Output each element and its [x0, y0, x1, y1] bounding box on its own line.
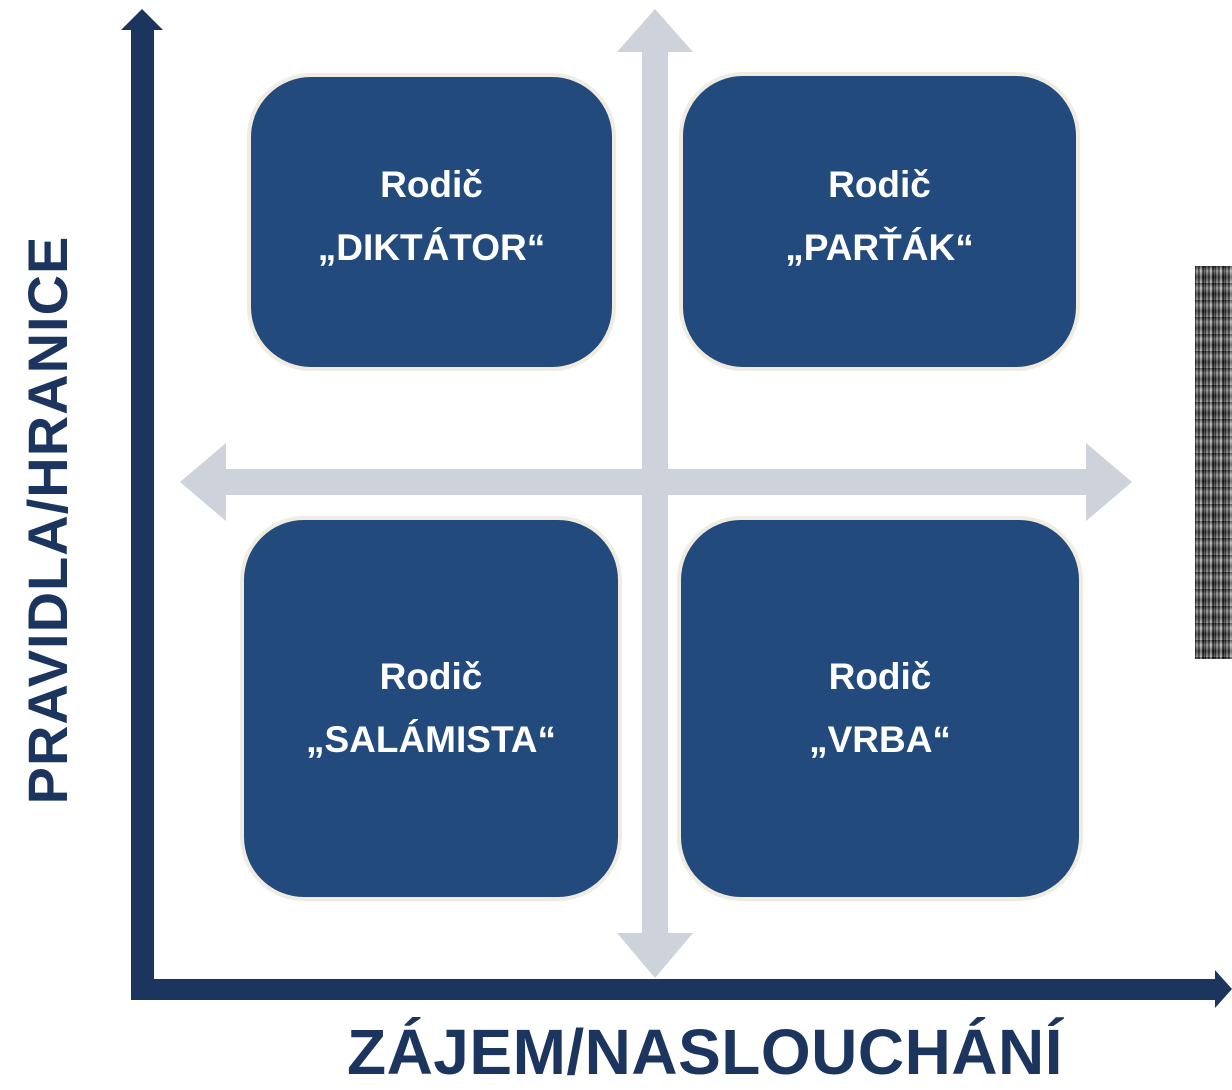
quadrant-partak-line1: Rodič: [828, 163, 931, 205]
x-axis-arrow-head: [1215, 970, 1232, 1008]
vertical-arrow-up-head: [617, 9, 693, 52]
horizontal-arrow-right-head: [1086, 443, 1132, 521]
y-axis-line: [131, 24, 154, 1000]
y-axis-label: PRAVIDLA/HRANICE: [16, 235, 79, 805]
vertical-arrow-shaft: [642, 52, 668, 940]
quadrant-salamista-line1: Rodič: [379, 655, 483, 697]
horizontal-arrow-shaft: [225, 469, 1087, 495]
x-axis-label: ZÁJEM/NASLOUCHÁNÍ: [346, 1016, 1064, 1088]
quadrant-partak: Rodič „PARŤÁK“: [679, 72, 1080, 371]
vertical-arrow-down-head: [617, 933, 693, 978]
quadrant-diktator-line2: „DIKTÁTOR“: [317, 227, 546, 268]
tree-bark-image: [1195, 266, 1232, 659]
main-axes: [121, 9, 1232, 1008]
x-axis-line: [131, 979, 1222, 1000]
y-axis-arrow-head: [121, 9, 163, 30]
quadrant-partak-line2: „PARŤÁK“: [785, 226, 974, 268]
quadrant-salamista: Rodič „SALÁMISTA“: [240, 516, 622, 901]
quadrant-salamista-line2: „SALÁMISTA“: [305, 718, 557, 760]
quadrant-vrba: Rodič „VRBA“: [677, 516, 1083, 901]
quadrant-diktator-line1: Rodič: [380, 164, 483, 206]
quadrant-vrba-line2: „VRBA“: [809, 718, 951, 760]
cross-arrows: [180, 9, 1132, 978]
quadrant-vrba-line1: Rodič: [828, 655, 932, 697]
quadrant-diktator: Rodič „DIKTÁTOR“: [247, 73, 616, 371]
horizontal-arrow-left-head: [180, 443, 226, 521]
